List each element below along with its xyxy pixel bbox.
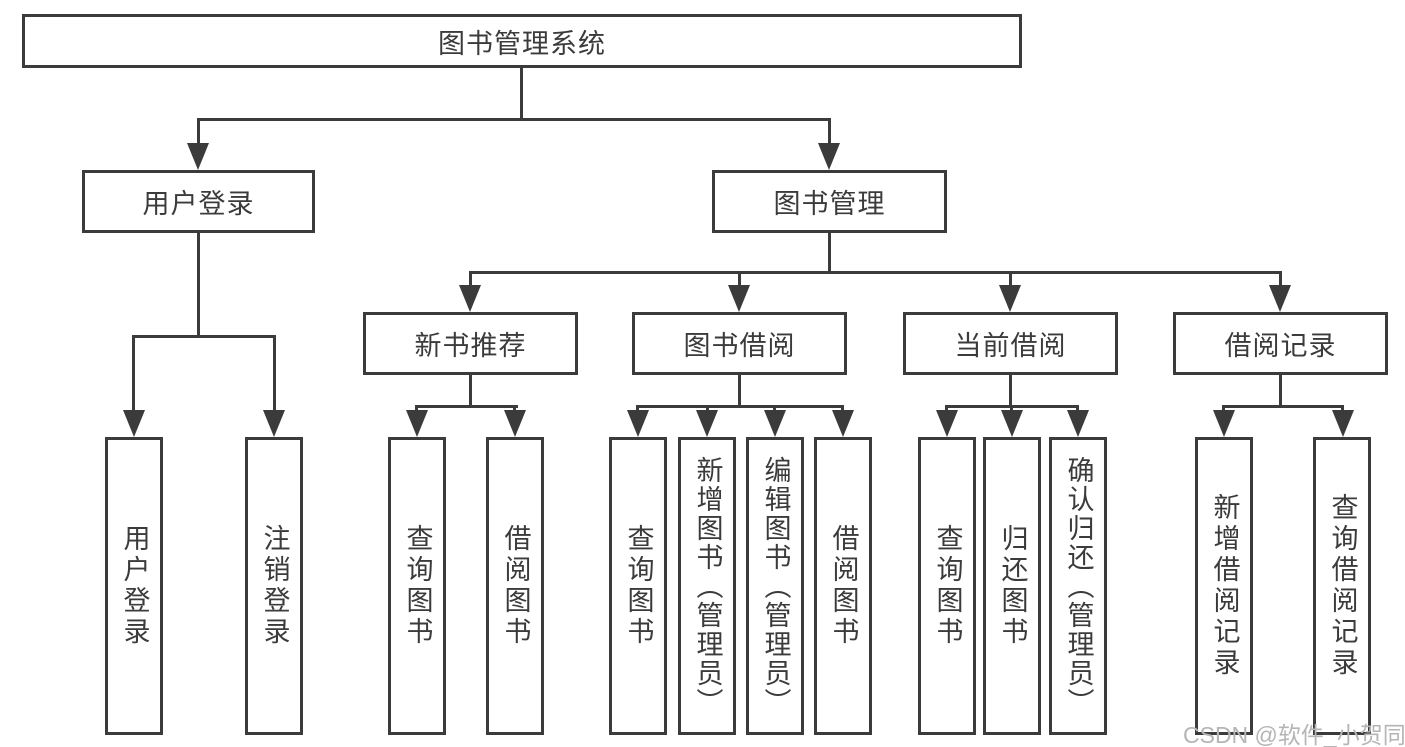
leaf-label: 编辑图书（管理员） xyxy=(760,455,791,717)
arrowhead-down xyxy=(936,410,958,437)
leaf-label: 借阅图书 xyxy=(500,524,531,648)
arrowhead-down xyxy=(728,285,750,312)
node-label: 用户登录 xyxy=(142,189,255,219)
leaf-borrow-books: 借阅图书 xyxy=(814,437,872,735)
leaf-label: 确认归还（管理员） xyxy=(1063,455,1094,717)
edge-stem-leaf xyxy=(1076,405,1079,414)
arrowhead-down xyxy=(263,410,285,437)
edge-borrow-records-trunk xyxy=(1279,375,1282,408)
arrowhead-down xyxy=(1269,285,1291,312)
arrowhead-down xyxy=(123,410,145,437)
leaf-label: 查询图书 xyxy=(932,524,963,648)
leaf-edit-book-admin: 编辑图书（管理员） xyxy=(746,437,804,735)
node-borrow-records: 借阅记录 xyxy=(1173,312,1388,375)
edge-stem-leaf xyxy=(513,405,516,414)
edge-root-trunk xyxy=(520,68,523,121)
node-library-management-system: 图书管理系统 xyxy=(22,14,1022,68)
leaf-label: 归还图书 xyxy=(997,524,1028,648)
arrowhead-down xyxy=(187,143,209,170)
node-current-borrow: 当前借阅 xyxy=(903,312,1118,375)
leaf-label: 新增图书（管理员） xyxy=(692,455,723,717)
leaf-label: 查询图书 xyxy=(402,524,433,648)
edge-user-login-crossbar xyxy=(132,335,276,338)
edge-stem-leaf xyxy=(132,335,135,412)
leaf-confirm-return-admin: 确认归还（管理员） xyxy=(1049,437,1107,735)
edge-stem-leaf xyxy=(773,405,776,414)
leaf-query-borrow-record: 查询借阅记录 xyxy=(1313,437,1371,735)
leaf-query-books: 查询图书 xyxy=(918,437,976,735)
edge-stem-leaf xyxy=(706,405,709,414)
leaf-label: 注销登录 xyxy=(259,524,290,648)
leaf-label: 借阅图书 xyxy=(828,524,859,648)
arrowhead-down xyxy=(1332,410,1354,437)
node-label: 借阅记录 xyxy=(1224,331,1337,361)
leaf-return-books: 归还图书 xyxy=(983,437,1041,735)
edge-borrow-records-crossbar xyxy=(1222,405,1343,408)
leaf-logout: 注销登录 xyxy=(245,437,303,735)
arrowhead-down xyxy=(764,410,786,437)
leaf-add-book-admin: 新增图书（管理员） xyxy=(678,437,736,735)
arrowhead-down xyxy=(1001,410,1023,437)
edge-stem-leaf xyxy=(1010,405,1013,414)
edge-stem-leaf xyxy=(273,335,276,412)
leaf-label: 新增借阅记录 xyxy=(1209,493,1240,679)
edge-book-mgmt-trunk xyxy=(828,233,831,274)
edge-stem-leaf xyxy=(1341,405,1344,414)
arrowhead-down xyxy=(627,410,649,437)
edge-stem-new-books xyxy=(469,271,472,287)
arrowhead-down xyxy=(1067,410,1089,437)
edge-new-books-crossbar xyxy=(415,405,518,408)
arrowhead-down xyxy=(459,285,481,312)
arrowhead-down xyxy=(818,143,840,170)
edge-stem-user-login xyxy=(197,118,200,146)
node-book-management: 图书管理 xyxy=(712,170,947,233)
leaf-add-borrow-record: 新增借阅记录 xyxy=(1195,437,1253,735)
edge-stem-leaf xyxy=(415,405,418,414)
csdn-watermark: CSDN @软件_小贺同学 xyxy=(1183,722,1405,747)
node-label: 图书管理 xyxy=(773,189,886,219)
arrowhead-down xyxy=(406,410,428,437)
node-book-borrow: 图书借阅 xyxy=(632,312,847,375)
node-label: 图书借阅 xyxy=(683,331,796,361)
leaf-user-login: 用户登录 xyxy=(105,437,163,735)
node-label: 图书管理系统 xyxy=(438,28,606,59)
edge-book-mgmt-crossbar xyxy=(469,271,1282,274)
leaf-label: 查询图书 xyxy=(623,524,654,648)
edge-book-borrow-trunk xyxy=(738,375,741,408)
edge-stem-book-borrow xyxy=(738,271,741,287)
arrowhead-down xyxy=(504,410,526,437)
leaf-query-books: 查询图书 xyxy=(388,437,446,735)
edge-stem-leaf xyxy=(636,405,639,414)
arrowhead-down xyxy=(1213,410,1235,437)
node-label: 当前借阅 xyxy=(954,331,1067,361)
leaf-query-books: 查询图书 xyxy=(609,437,667,735)
node-label: 新书推荐 xyxy=(414,331,527,361)
edge-stem-leaf xyxy=(841,405,844,414)
edge-root-crossbar xyxy=(197,118,831,121)
edge-stem-current-borrow xyxy=(1009,271,1012,287)
edge-book-borrow-crossbar xyxy=(636,405,844,408)
edge-stem-book-management xyxy=(828,118,831,146)
arrowhead-down xyxy=(999,285,1021,312)
edge-stem-leaf xyxy=(1222,405,1225,414)
node-user-login: 用户登录 xyxy=(82,170,315,233)
leaf-label: 用户登录 xyxy=(119,524,150,648)
edge-current-borrow-trunk xyxy=(1009,375,1012,408)
node-new-book-recommend: 新书推荐 xyxy=(363,312,578,375)
edge-stem-leaf xyxy=(945,405,948,414)
edge-stem-borrow-records xyxy=(1279,271,1282,287)
arrowhead-down xyxy=(696,410,718,437)
arrowhead-down xyxy=(832,410,854,437)
edge-new-books-trunk xyxy=(469,375,472,408)
edge-user-login-trunk xyxy=(197,233,200,335)
leaf-label: 查询借阅记录 xyxy=(1327,493,1358,679)
leaf-borrow-books: 借阅图书 xyxy=(486,437,544,735)
